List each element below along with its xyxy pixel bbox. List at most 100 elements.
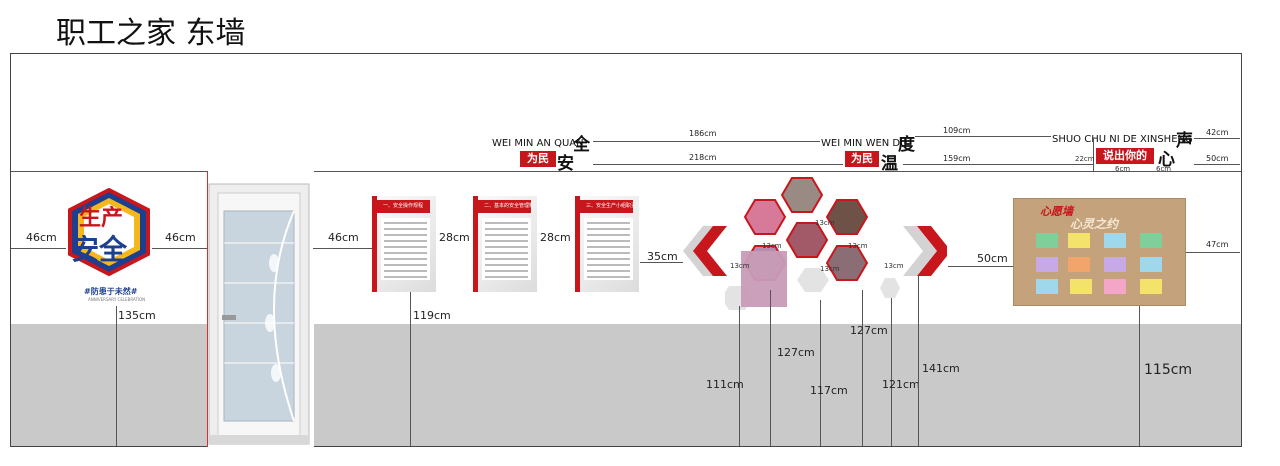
dim-159: 159cm [943,154,971,163]
dim-13f: 13cm [884,262,904,270]
sticky-note [1140,233,1162,248]
header-2-cn1: 度 [898,135,915,155]
dim-13c: 13cm [848,242,868,250]
dim-vline-111 [739,306,740,446]
dim-line-186 [593,141,820,142]
dim-line-46a [11,248,66,249]
sticky-note [1104,279,1126,294]
dim-47: 47cm [1206,240,1229,249]
info-board-2: 二、基本的安全管理制度 [473,196,537,292]
sticky-note [1140,279,1162,294]
dim-vline-117 [820,300,821,446]
dim-186: 186cm [689,129,717,138]
dim-119: 119cm [413,309,451,322]
dim-vline-127b [862,290,863,446]
header-1-tag: 为民 [520,151,556,167]
header-1-cn1: 全 [573,135,590,155]
logo-slogan: #防患于未然# [84,287,138,296]
header-2-en: WEI MIN WEN DU [821,138,908,149]
floor-zone [11,324,1241,446]
dim-line-47 [1184,252,1240,253]
dim-13d: 13cm [730,262,750,270]
dim-50b: 50cm [977,252,1008,265]
page-title: 职工之家 东墙 [56,16,246,51]
dim-13e: 13cm [820,265,840,273]
sticky-note [1104,257,1126,272]
dim-vline-115 [1139,306,1140,446]
dim-6a: 6cm [1115,165,1131,173]
dim-28a: 28cm [439,231,470,244]
dim-13a: 13cm [762,242,782,250]
dim-218: 218cm [689,153,717,162]
info-board-3: 三、安全生产小组职责 [575,196,639,292]
header-3-tag: 说出你的 [1096,148,1154,164]
dim-vline-141 [918,276,919,446]
logo-small-text: ANNIVERSARY CELEBRATION [88,297,146,302]
wall-top-line-left [11,171,209,172]
dim-vline-22 [1093,138,1094,171]
info-board-2-heading: 二、基本的安全管理制度 [478,200,531,213]
sticky-note [1036,257,1058,272]
info-board-1-heading: 一、安全操作规程 [377,200,430,213]
dim-vline-119 [410,292,411,446]
dim-line-159 [903,164,1093,165]
header-2-tag: 为民 [845,151,879,167]
dim-141: 141cm [922,362,960,375]
sticky-note [1104,233,1126,248]
dim-line-218 [593,164,843,165]
door [208,183,310,445]
wall-top-line-right [313,171,1241,172]
wish-cork-board: 心愿墙 心灵之约 [1013,198,1186,306]
header-3-cn1: 声 [1176,131,1193,151]
sticky-note [1036,279,1058,294]
info-board-3-heading: 三、安全生产小组职责 [580,200,633,213]
dim-115: 115cm [1144,362,1193,378]
dim-line-109 [915,136,1051,137]
logo-line1: 生产 [79,206,124,231]
safety-logo [68,188,150,277]
header-1-en: WEI MIN AN QUAN [492,138,584,149]
dim-line-50a [1194,164,1240,165]
dim-35: 35cm [647,250,678,263]
dim-121: 121cm [882,378,920,391]
wall-outline [10,53,1242,447]
dim-46b: 46cm [165,231,196,244]
info-board-2-body [482,218,531,280]
dim-22: 22cm [1075,155,1095,163]
wish-board-title: 心愿墙 [1040,205,1073,218]
dim-46c: 46cm [328,231,359,244]
dim-109: 109cm [943,126,971,135]
header-2-cn2: 温 [881,154,898,174]
dim-vline-127a [770,290,771,446]
dim-13b: 13cm [815,219,835,227]
chevron-right-icon [903,226,947,276]
hexagon-photo-cluster [725,177,900,310]
dim-111: 111cm [706,378,744,391]
dim-line-42 [1194,138,1240,139]
header-3-cn2: 心 [1158,150,1175,170]
dim-28b: 28cm [540,231,571,244]
dim-127b: 127cm [850,324,888,337]
sticky-note [1068,257,1090,272]
wish-board-subtitle: 心灵之约 [1070,217,1119,231]
dim-vline-121 [891,298,892,446]
chevron-left-icon [683,226,727,276]
info-board-1-body [381,218,430,280]
sticky-note [1036,233,1058,248]
header-3-en: SHUO CHU NI DE XINSHENG [1052,134,1193,145]
dim-6b: 6cm [1156,165,1172,173]
info-board-3-body [584,218,633,280]
dim-135: 135cm [118,309,156,322]
dim-line-35 [640,262,683,263]
header-1-cn2: 安 [557,154,574,174]
dim-line-50b [948,266,1013,267]
sticky-note [1068,233,1090,248]
logo-line2: 安全 [71,233,128,266]
dim-127a: 127cm [777,346,815,359]
sticky-note [1070,279,1092,294]
dim-50a: 50cm [1206,154,1229,163]
dim-117: 117cm [810,384,848,397]
dim-vline-135 [116,306,117,446]
dim-46a: 46cm [26,231,57,244]
dim-42: 42cm [1206,128,1229,137]
